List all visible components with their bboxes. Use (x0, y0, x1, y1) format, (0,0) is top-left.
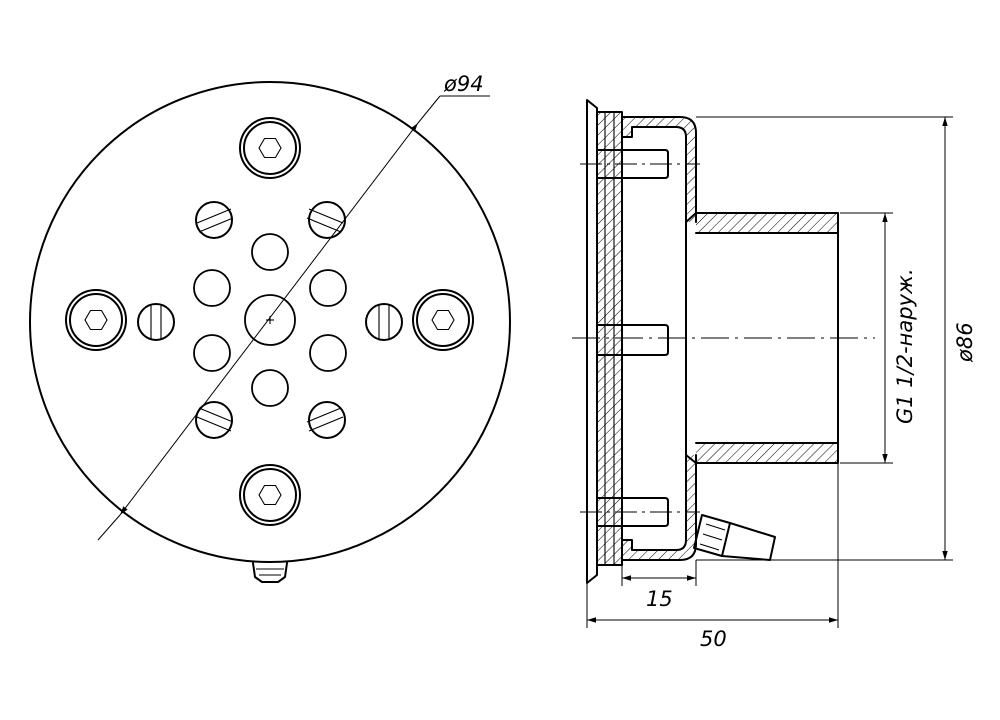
hole-bottom (251, 369, 289, 407)
side-screw-middle (596, 324, 669, 356)
light-holes (193, 233, 347, 407)
front-flange (586, 99, 598, 584)
front-outer-circle (29, 81, 511, 563)
diameter-dimension-front: ø94 (97, 72, 490, 541)
thread-label: G1 1/2-наруж. (893, 268, 917, 424)
side-screw-bottom (580, 497, 700, 527)
length-dimension: 50 (586, 463, 839, 651)
outer-diameter-label: ø94 (443, 72, 484, 96)
front-cable-gland (252, 562, 288, 583)
hole-upper-right (309, 269, 347, 307)
side-view: G1 1/2-наруж. ø86 15 50 (572, 99, 977, 651)
threaded-pipe (685, 212, 839, 464)
slot-screw-left (137, 303, 175, 341)
hole-lower-right (309, 334, 347, 372)
screw-bottom (239, 464, 301, 526)
slot-screw-upper-left (195, 201, 234, 239)
length-label: 50 (700, 627, 727, 651)
hole-lower-left (193, 334, 231, 372)
depth-dimension: 15 (621, 560, 697, 611)
front-view: ø94 (29, 72, 511, 583)
thread-dimension: G1 1/2-наруж. (840, 212, 917, 464)
screw-left (65, 289, 127, 351)
screw-top (239, 117, 301, 179)
hole-upper-left (193, 269, 231, 307)
flange-diameter-dimension: ø86 (696, 116, 977, 561)
screw-right (412, 289, 474, 351)
housing-shell (621, 116, 697, 561)
side-cable-gland (693, 514, 776, 561)
side-screw-top (580, 149, 700, 179)
depth-label: 15 (646, 587, 673, 611)
slot-screw-upper-right (306, 201, 346, 239)
slot-screw-right (365, 303, 403, 341)
hole-top (251, 233, 289, 271)
flange-diameter-label: ø86 (953, 322, 977, 363)
slot-screw-lower-right (306, 401, 346, 439)
